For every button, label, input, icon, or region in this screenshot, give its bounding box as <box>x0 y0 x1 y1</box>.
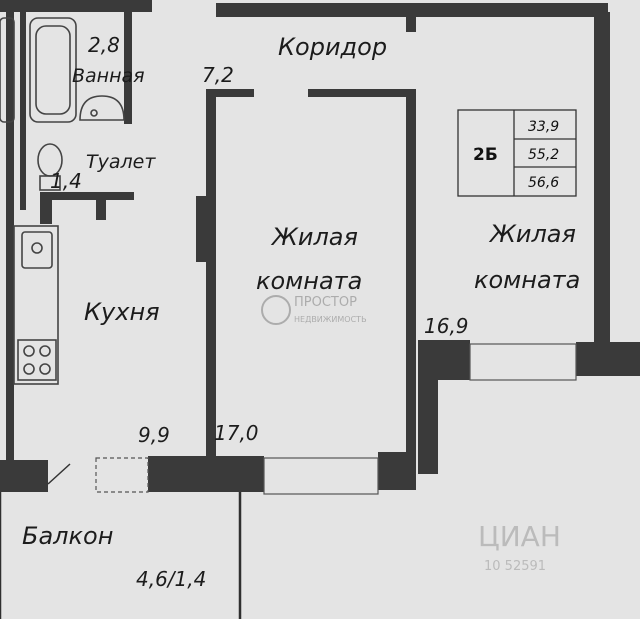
bathroom-area: 2,8 <box>88 33 120 57</box>
prostor-logo-icon <box>261 295 291 325</box>
total-area-with-balcony-value: 56,6 <box>528 175 559 191</box>
balcony-outline <box>0 492 242 619</box>
kitchen-label: Кухня <box>84 298 160 326</box>
balcony-door-swing <box>47 463 71 485</box>
bathroom-label: Ванная <box>72 65 145 87</box>
living-room-1-label-line1: Жилая <box>270 223 358 251</box>
wall-bottom-right <box>378 452 416 490</box>
washbasin-icon <box>79 95 125 121</box>
window-kitchen <box>95 457 149 493</box>
kitchen-sink-icon <box>21 231 53 269</box>
prostor-brand-sub: НЕДВИЖИМОСТЬ <box>294 315 367 324</box>
wall-top-stub <box>406 10 416 32</box>
living-room-2-label-line1: Жилая <box>488 220 576 248</box>
corridor-label: Коридор <box>278 33 387 61</box>
kitchen-area: 9,9 <box>138 423 170 447</box>
bathtub-left-icon <box>0 17 15 123</box>
living-room-1-area: 17,0 <box>214 421 259 445</box>
living-area-value: 33,9 <box>528 119 559 135</box>
living-room-2-area: 16,9 <box>424 314 469 338</box>
stove-icon <box>17 339 57 381</box>
window-living1 <box>263 457 379 495</box>
wall-bathroom-right <box>124 6 132 124</box>
wall-living2-pier-down <box>418 380 438 474</box>
stove-burner-icon <box>39 363 51 375</box>
bathtub-icon <box>29 17 77 123</box>
wall-right <box>594 12 610 352</box>
toilet-tank-icon <box>39 175 61 191</box>
bathtub-inner-icon <box>35 25 71 115</box>
listing-watermark-logo: ЦИАН <box>478 520 561 553</box>
wall-living2-pier <box>418 340 470 380</box>
listing-watermark-id: 10 52591 <box>484 559 546 574</box>
wall-toilet-pier <box>40 200 52 224</box>
wall-left-inner <box>20 0 26 210</box>
kitchen-sink-drain-icon <box>31 242 43 254</box>
stove-burner-icon <box>39 345 51 357</box>
wall-door-jamb <box>196 196 210 262</box>
summary-border <box>457 109 577 197</box>
wall-top-left <box>0 0 152 12</box>
wall-corridor-stub-left <box>206 89 254 97</box>
living-room-2-label-line2: комната <box>474 266 580 294</box>
fixtures <box>0 17 125 385</box>
stove-burner-icon <box>23 345 35 357</box>
window-living2 <box>469 343 577 381</box>
toilet-label: Туалет <box>86 151 156 173</box>
wall-toilet-bottom <box>40 192 134 200</box>
balcony-label: Балкон <box>22 522 113 550</box>
apartment-summary-table: 2Б 33,9 55,2 56,6 <box>457 109 577 197</box>
wall-living1-left <box>206 90 216 468</box>
kitchen-counter-icon <box>13 225 59 385</box>
listing-watermark: ЦИАН 10 52591 <box>478 520 561 574</box>
prostor-brand: ПРОСТОР <box>294 295 357 310</box>
wall-right-pier <box>576 342 640 376</box>
toilet-area: 1,4 <box>50 169 82 193</box>
wall-bottom-mid <box>148 456 264 492</box>
total-area-value: 55,2 <box>528 147 559 163</box>
wall-bottom-left <box>0 460 48 492</box>
wall-toilet-pier-2 <box>96 200 106 220</box>
wall-corridor-stub-right <box>308 89 414 97</box>
balcony-area: 4,6/1,4 <box>136 567 206 591</box>
prostor-watermark: ПРОСТОР НЕДВИЖИМОСТЬ <box>261 295 367 325</box>
windows <box>95 343 577 495</box>
walls <box>0 0 640 492</box>
wall-left-outer <box>6 0 14 460</box>
washbasin-drain-icon <box>90 109 98 117</box>
apartment-type: 2Б <box>473 145 498 165</box>
stove-burner-icon <box>23 363 35 375</box>
corridor-area: 7,2 <box>202 63 234 87</box>
living-room-1-label-line2: комната <box>256 267 362 295</box>
wall-living-partition <box>406 89 416 459</box>
